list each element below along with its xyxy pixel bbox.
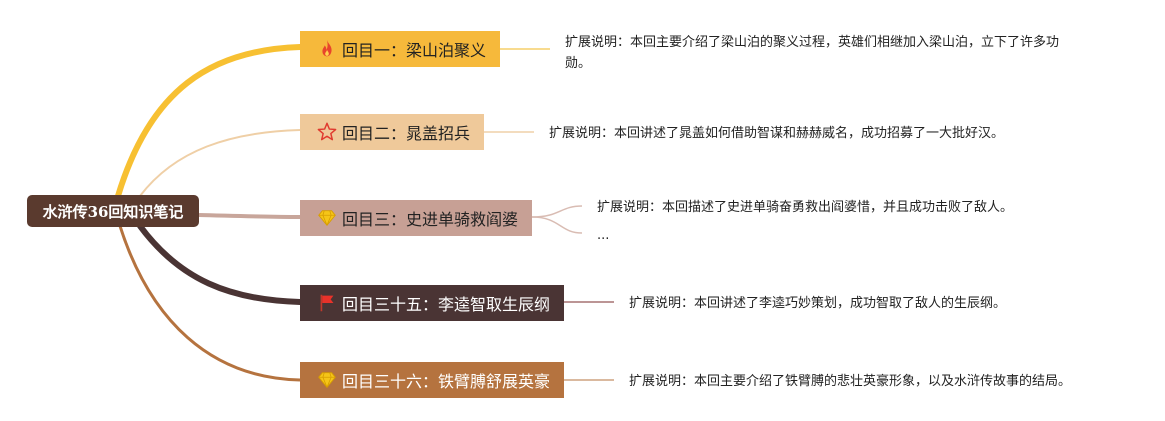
root-title: 水浒传36回知识笔记 xyxy=(42,202,184,221)
flag-icon xyxy=(316,292,338,314)
topic-3-note-ellipsis: ... xyxy=(597,228,610,243)
topic-2-label: 回目二：晁盖招兵 xyxy=(342,124,471,143)
root-topic[interactable]: 水浒传36回知识笔记 xyxy=(27,195,199,227)
branch-line-1 xyxy=(115,44,303,199)
topic-1-note: 扩展说明：本回主要介绍了梁山泊的聚义过程，英雄们相继加入梁山泊，立下了许多功勋。 xyxy=(565,32,1065,74)
topic-3-note: 扩展说明：本回描述了史进单骑奋勇救出阎婆惜，并且成功击败了敌人。 xyxy=(597,197,1117,218)
topic-4-label: 回目三十五：李逵智取生辰纲 xyxy=(342,295,551,314)
topic-3-note-more: ... xyxy=(597,225,609,246)
diamond-icon xyxy=(316,369,338,391)
branch-line-5 xyxy=(118,225,301,382)
topic-2-note-text: 扩展说明：本回讲述了晁盖如何借助智谋和赫赫威名，成功招募了一大批好汉。 xyxy=(549,126,1005,141)
note-line-3a xyxy=(531,205,583,218)
topic-3-note-text: 扩展说明：本回描述了史进单骑奋勇救出阎婆惜，并且成功击败了敌人。 xyxy=(597,200,1014,215)
topic-5-note: 扩展说明：本回主要介绍了铁臂膊的悲壮英豪形象，以及水浒传故事的结局。 xyxy=(629,371,1149,392)
branch-line-2 xyxy=(139,129,301,197)
topic-1[interactable]: 回目一：梁山泊聚义 xyxy=(300,31,500,67)
topic-4[interactable]: 回目三十五：李逵智取生辰纲 xyxy=(300,285,564,321)
star-icon xyxy=(316,121,338,143)
topic-3-label: 回目三：史进单骑救阎婆 xyxy=(342,210,519,229)
branch-line-3 xyxy=(198,213,301,219)
topic-4-note-text: 扩展说明：本回讲述了李逵巧妙策划，成功智取了敌人的生辰纲。 xyxy=(629,296,1007,311)
topic-5-note-text: 扩展说明：本回主要介绍了铁臂膊的悲壮英豪形象，以及水浒传故事的结局。 xyxy=(629,374,1072,389)
topic-3[interactable]: 回目三：史进单骑救阎婆 xyxy=(300,200,532,236)
topic-2-note: 扩展说明：本回讲述了晁盖如何借助智谋和赫赫威名，成功招募了一大批好汉。 xyxy=(549,123,1109,144)
topic-4-note: 扩展说明：本回讲述了李逵巧妙策划，成功智取了敌人的生辰纲。 xyxy=(629,293,1129,314)
branch-line-4 xyxy=(137,223,303,305)
diamond-icon xyxy=(316,207,338,229)
topic-5-label: 回目三十六：铁臂膊舒展英豪 xyxy=(342,372,551,391)
topic-1-label: 回目一：梁山泊聚义 xyxy=(342,41,487,60)
topic-2[interactable]: 回目二：晁盖招兵 xyxy=(300,114,484,150)
note-line-3b xyxy=(531,216,583,234)
topic-1-note-text: 扩展说明：本回主要介绍了梁山泊的聚义过程，英雄们相继加入梁山泊，立下了许多功勋。 xyxy=(565,35,1060,71)
topic-5[interactable]: 回目三十六：铁臂膊舒展英豪 xyxy=(300,362,564,398)
fire-icon xyxy=(316,38,338,60)
